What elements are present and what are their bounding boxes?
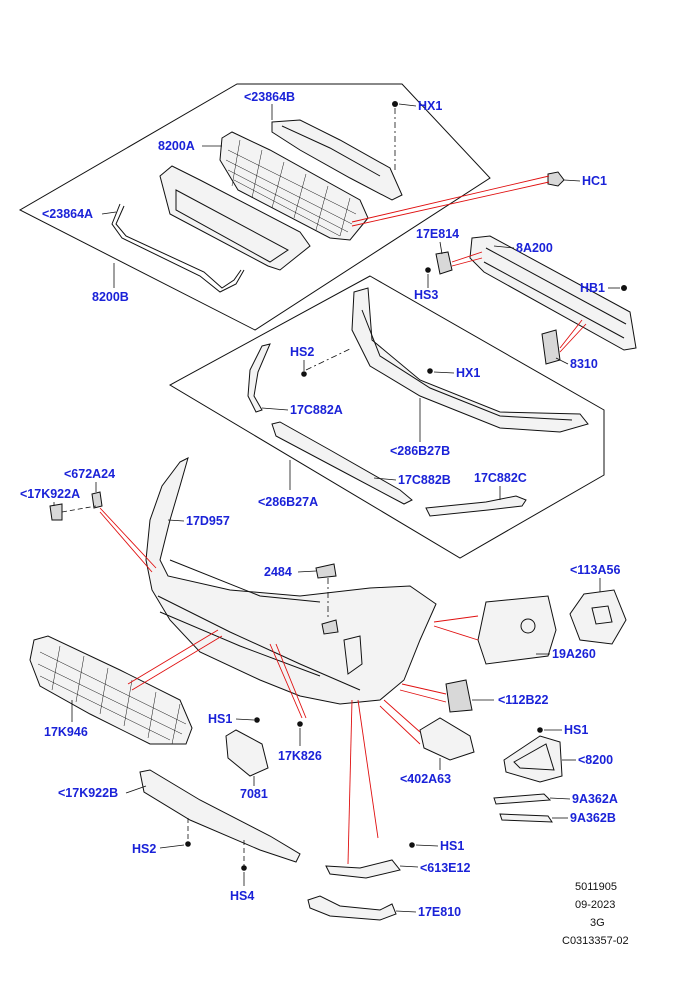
label-hs1-left: HS1 <box>208 712 232 726</box>
label-7081: 7081 <box>240 787 268 801</box>
label-17c882a: 17C882A <box>290 403 343 417</box>
lower-mesh-pattern <box>37 645 187 745</box>
lower-panel-17k922b-part <box>139 769 301 863</box>
footer-meta: 5011905 09-2023 3G C0313357-02 <box>562 881 629 947</box>
strip-9a362b-part <box>499 813 553 823</box>
label-8200: <8200 <box>578 753 613 767</box>
upper-seal-part <box>271 119 403 201</box>
cover-402a63-part <box>419 717 475 761</box>
sensor-672a24-part <box>91 491 103 509</box>
label-286b27a: <286B27A <box>258 495 318 509</box>
label-17k922b: <17K922B <box>58 786 118 800</box>
label-17k946: 17K946 <box>44 725 88 739</box>
label-8200b: 8200B <box>92 290 129 304</box>
tow-eye-cover-part <box>315 563 337 579</box>
mesh-grille-pattern <box>225 139 357 237</box>
label-286b27b: <286B27B <box>390 444 450 458</box>
hs1-screw-right-icon <box>537 727 543 733</box>
label-613e12: <613E12 <box>420 861 470 875</box>
mesh-grille-part <box>219 131 369 241</box>
lower-bar-17c882b-part <box>271 421 413 505</box>
footer-date: 09-2023 <box>575 899 615 911</box>
trim-17e810-part <box>307 895 397 921</box>
label-8200a: 8200A <box>158 139 195 153</box>
bracket-17c882c-part <box>425 495 527 517</box>
label-672a24: <672A24 <box>64 467 115 481</box>
clip-17k826-icon <box>297 721 303 727</box>
label-19a260: 19A260 <box>552 647 596 661</box>
label-402a63: <402A63 <box>400 772 451 786</box>
label-hx1-lower: HX1 <box>456 366 480 380</box>
label-hs2-upper: HS2 <box>290 345 314 359</box>
hs2-screw-icon <box>301 371 307 377</box>
bracket-112b22-part <box>445 679 473 713</box>
label-hx1-top: HX1 <box>418 99 442 113</box>
bracket-17e814-part <box>435 251 453 275</box>
bumper-cover-part <box>145 457 437 705</box>
label-17k922a: <17K922A <box>20 487 80 501</box>
label-17e810: 17E810 <box>418 905 461 919</box>
hb1-bolt-icon <box>621 285 627 291</box>
label-113a56: <113A56 <box>570 563 620 577</box>
label-17d957: 17D957 <box>186 514 230 528</box>
label-hs3: HS3 <box>414 288 438 302</box>
side-bracket-17c882a-part <box>247 343 271 413</box>
callout-labels: <23864B HX1 8200A HC1 <23864A 17E814 8A2… <box>20 90 620 919</box>
bracket-7081-part <box>225 729 269 777</box>
label-hb1: HB1 <box>580 281 605 295</box>
footer-code: C0313357-02 <box>562 935 629 947</box>
bumper-beam-group-box <box>168 275 605 559</box>
label-8310: 8310 <box>570 357 598 371</box>
label-hs2-lower: HS2 <box>132 842 156 856</box>
label-17k826: 17K826 <box>278 749 322 763</box>
hc1-clip-icon <box>547 171 565 187</box>
footer-ref: 5011905 <box>575 881 617 893</box>
hx1-screw-icon <box>392 101 398 107</box>
label-hs1-bottom: HS1 <box>440 839 464 853</box>
label-hs1-right: HS1 <box>564 723 588 737</box>
hs4-screw-icon <box>241 865 247 871</box>
label-17e814: 17E814 <box>416 227 459 241</box>
plate-113a56-part <box>569 589 627 645</box>
label-8a200: 8A200 <box>516 241 553 255</box>
label-2484: 2484 <box>264 565 292 579</box>
hs2-screw-lower-icon <box>185 841 191 847</box>
hs1-screw-left-icon <box>254 717 260 723</box>
label-23864a: <23864A <box>42 207 93 221</box>
label-hc1: HC1 <box>582 174 607 188</box>
energy-absorber-part <box>351 287 589 433</box>
label-9a362a: 9A362A <box>572 792 618 806</box>
fog-bezel-8200-part <box>503 735 563 783</box>
label-23864b: <23864B <box>244 90 295 104</box>
trim-613e12-part <box>325 859 401 879</box>
grille-surround-part <box>159 165 311 271</box>
hs3-screw-icon <box>425 267 431 273</box>
label-17c882b: 17C882B <box>398 473 451 487</box>
strip-9a362a-part <box>493 793 552 805</box>
label-17c882c: 17C882C <box>474 471 527 485</box>
bracket-17k922a-part <box>49 503 63 521</box>
hs1-screw-bottom-icon <box>409 842 415 848</box>
label-hs4: HS4 <box>230 889 254 903</box>
upper-grille-group-box <box>18 83 491 331</box>
footer-variant: 3G <box>590 917 605 929</box>
hx1-screw-lower-icon <box>427 368 433 374</box>
label-112b22: <112B22 <box>498 693 548 707</box>
label-9a362b: 9A362B <box>570 811 616 825</box>
lower-seal-part <box>111 203 245 293</box>
